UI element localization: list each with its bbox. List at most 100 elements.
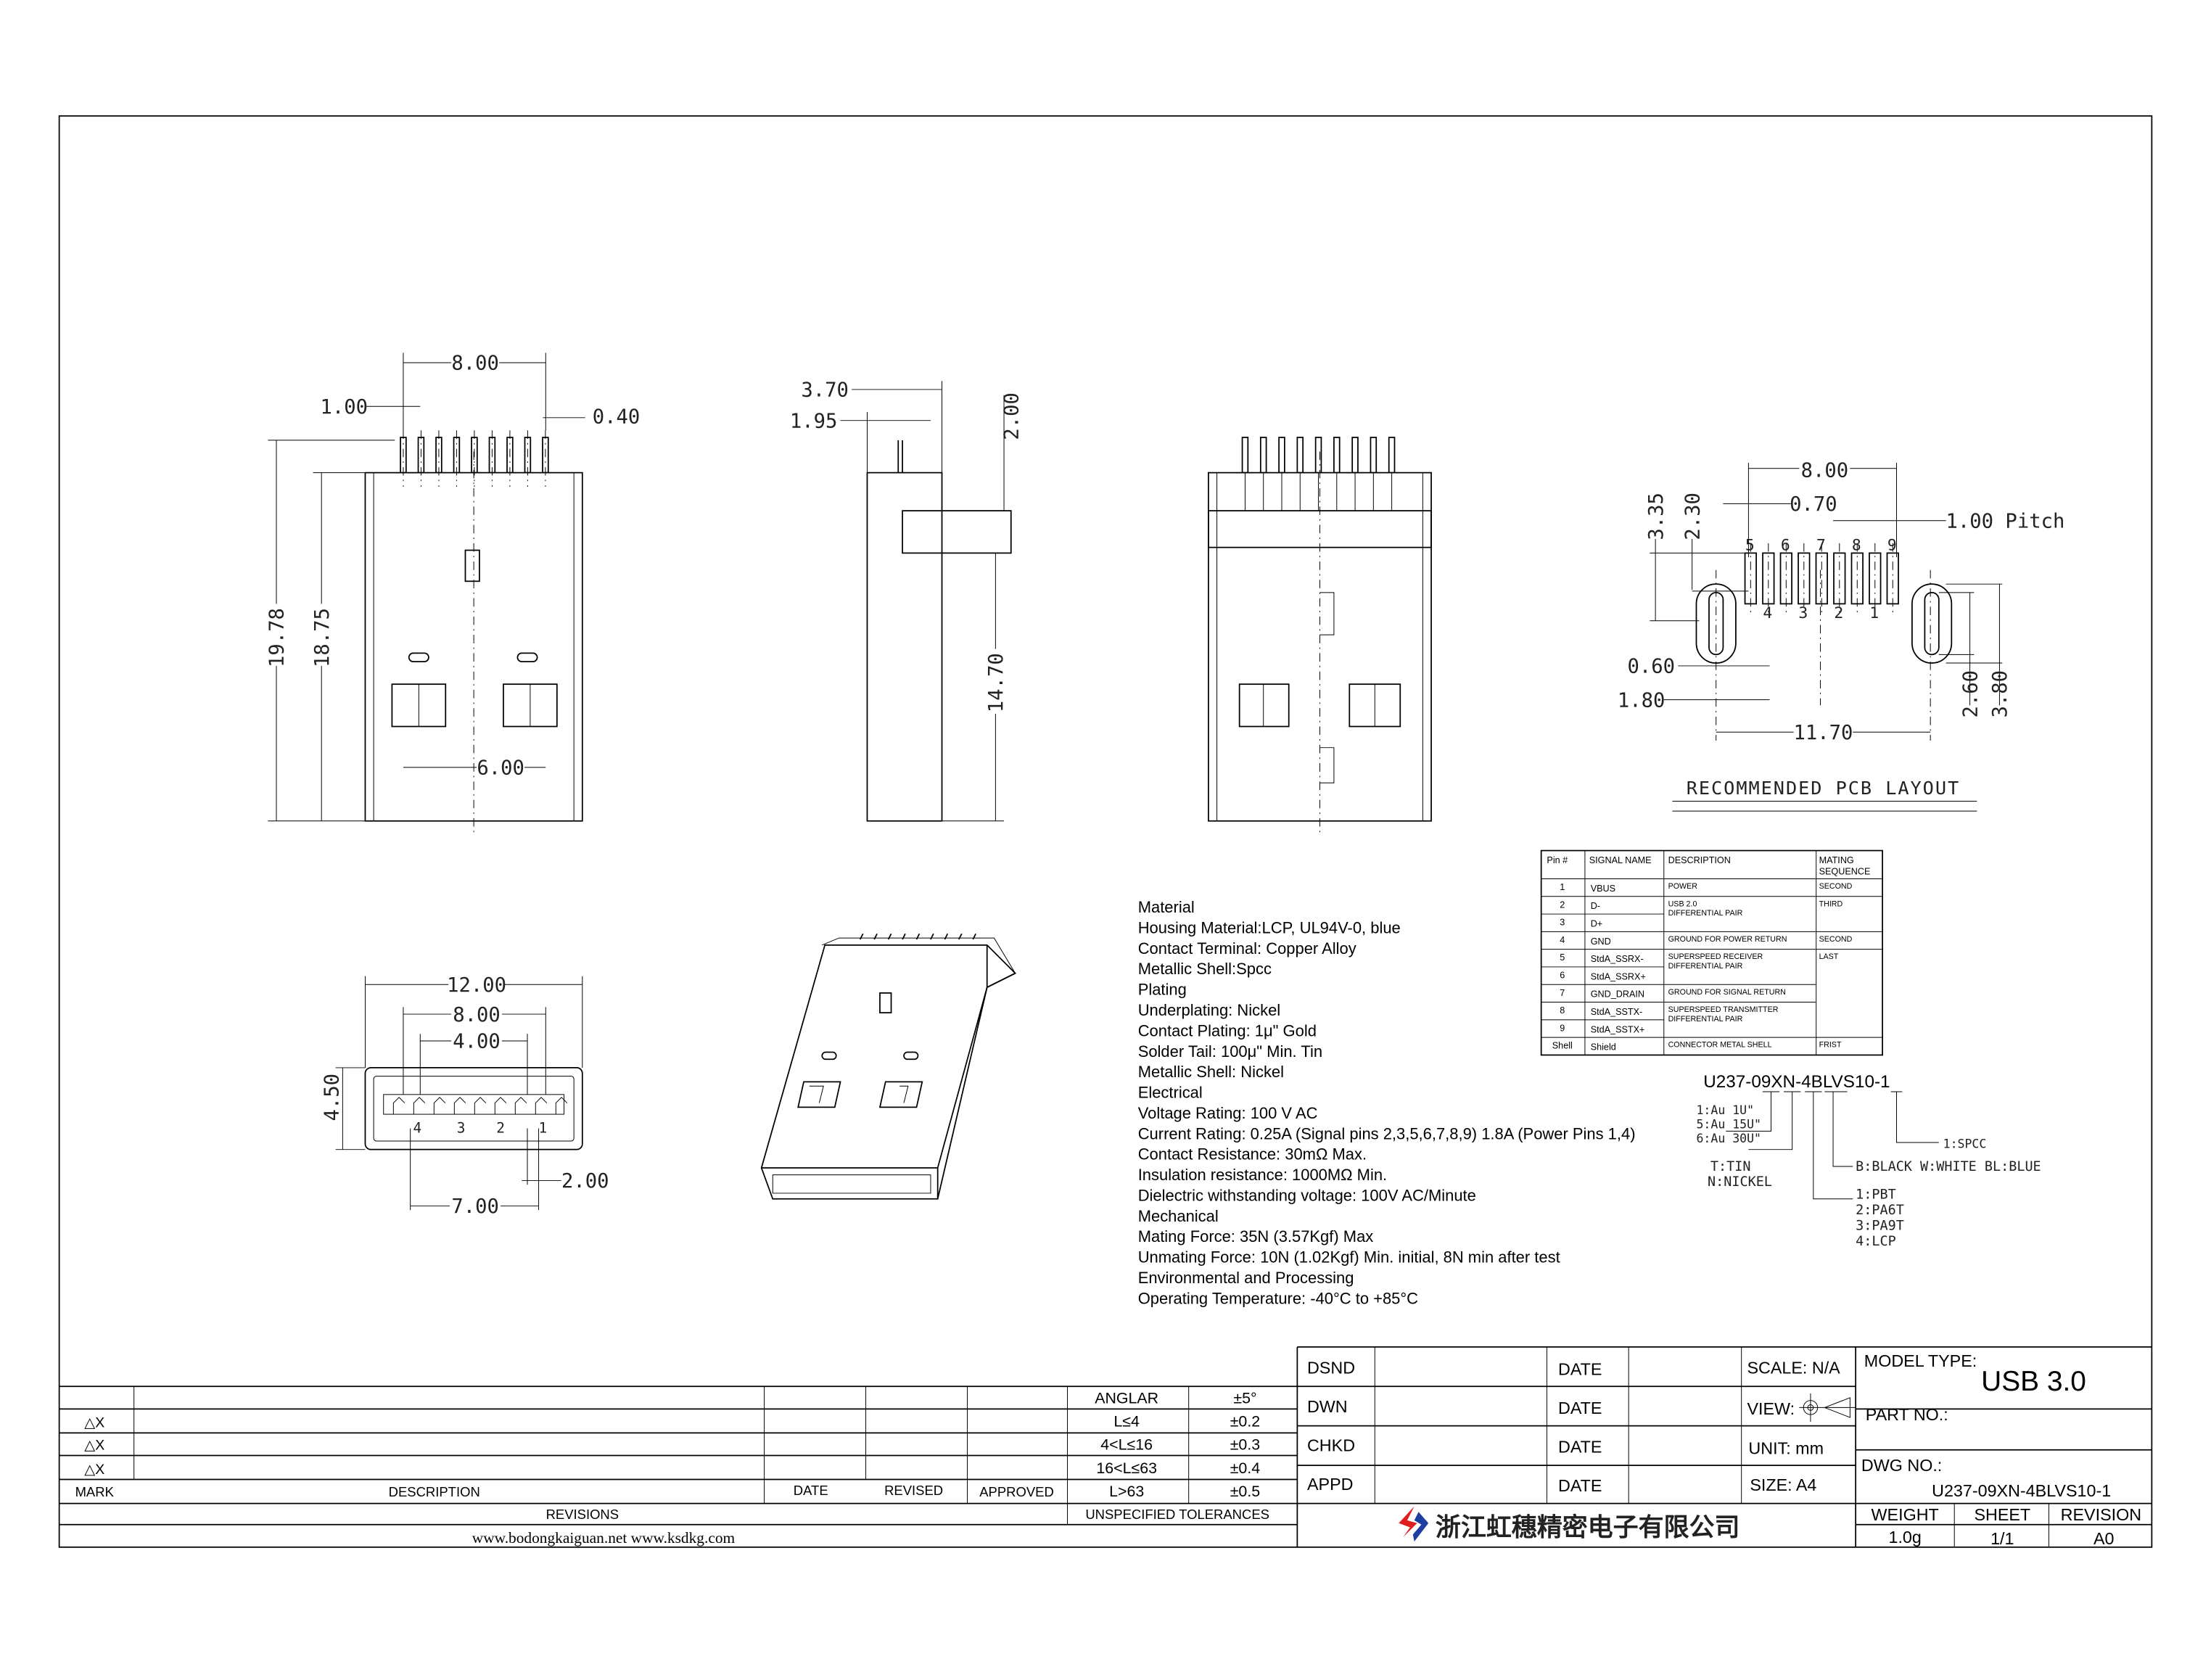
spec-line: Contact Resistance: 30mΩ Max. bbox=[1138, 1145, 1367, 1164]
pin-table-header-sequence: SEQUENCE bbox=[1819, 867, 1871, 877]
pcb-pin-number-bottom: 2 bbox=[1834, 604, 1843, 622]
spec-line: Voltage Rating: 100 V AC bbox=[1138, 1104, 1318, 1122]
end-pin-number: 3 bbox=[457, 1119, 466, 1136]
front-view: 8.00 1.00 0.40 19.78 18.75 6.00 bbox=[265, 353, 640, 833]
pin-tail bbox=[944, 933, 949, 940]
dwg-no-value: U237-09XN-4BLVS10-1 bbox=[1932, 1481, 2111, 1500]
pcb-pin-number-bottom: 3 bbox=[1798, 604, 1808, 622]
material-option: 3:PA9T bbox=[1856, 1218, 1904, 1233]
pcb-dim-hole-spacing: 11.70 bbox=[1793, 722, 1853, 744]
material-option: 2:PA6T bbox=[1856, 1203, 1904, 1218]
revision-value: A0 bbox=[2093, 1529, 2115, 1548]
mating-sequence: LAST bbox=[1819, 952, 1839, 961]
tolerance-range: 16<L≤63 bbox=[1096, 1459, 1157, 1477]
pin-tail bbox=[887, 933, 892, 940]
pin-tail bbox=[1388, 437, 1396, 474]
spec-line: Unmating Force: 10N (1.02Kgf) Min. initi… bbox=[1138, 1248, 1560, 1267]
pcb-pad bbox=[1850, 552, 1864, 605]
weight-label: WEIGHT bbox=[1872, 1505, 1939, 1524]
end-dim-pad: 2.00 bbox=[561, 1170, 609, 1193]
pin-description: DIFFERENTIAL PAIR bbox=[1668, 1015, 1743, 1024]
plating-option: 6:Au 30U" bbox=[1696, 1132, 1761, 1145]
tolerance-value: ±5° bbox=[1233, 1390, 1256, 1407]
signal-name: StdA_SSRX- bbox=[1591, 954, 1644, 964]
pcb-layout-title: RECOMMENDED PCB LAYOUT bbox=[1687, 778, 1960, 799]
signal-name: VBUS bbox=[1591, 884, 1615, 894]
spec-line: Metallic Shell: Nickel bbox=[1138, 1063, 1284, 1081]
pcb-dim-hole: 1.80 bbox=[1618, 689, 1666, 712]
dim-pin-width: 0.40 bbox=[593, 406, 641, 429]
pcb-pad bbox=[1886, 552, 1899, 605]
view-label: VIEW: bbox=[1747, 1399, 1795, 1418]
pin-description: CONNECTOR METAL SHELL bbox=[1668, 1041, 1772, 1050]
pcb-pad bbox=[1869, 552, 1882, 605]
sheet-border bbox=[58, 115, 2153, 1548]
pin-tail bbox=[1314, 437, 1322, 474]
pin-description: POWER bbox=[1668, 882, 1698, 891]
revision-block: △X △X △X MARK DESCRIPTION DATE REVISED A… bbox=[59, 1346, 1298, 1547]
pcb-pin-number-top: 5 bbox=[1745, 537, 1755, 555]
finish-option: N:NICKEL bbox=[1708, 1174, 1772, 1190]
pcb-dim-span: 8.00 bbox=[1801, 459, 1849, 482]
pin-table: Pin # SIGNAL NAME DESCRIPTION MATING SEQ… bbox=[1540, 849, 1883, 1056]
role-dsnd-label: DSND bbox=[1307, 1359, 1355, 1378]
pin-tail bbox=[873, 933, 878, 940]
dim-overall-height: 19.78 bbox=[266, 608, 289, 667]
pcb-dim-230: 2.30 bbox=[1681, 493, 1704, 540]
dwg-no-label: DWG NO.: bbox=[1861, 1456, 1942, 1475]
pcb-dim-260: 2.60 bbox=[1959, 670, 1982, 718]
scale-label: SCALE: N/A bbox=[1747, 1359, 1840, 1378]
dim-side-d: 14.70 bbox=[985, 653, 1008, 712]
pcb-pad bbox=[1762, 552, 1775, 605]
spec-line: Electrical bbox=[1138, 1084, 1203, 1102]
finish-option: T:TIN bbox=[1710, 1159, 1751, 1174]
end-pin-number: 4 bbox=[413, 1119, 422, 1136]
spec-line: Underplating: Nickel bbox=[1138, 1001, 1280, 1019]
dim-body-height: 18.75 bbox=[311, 608, 334, 667]
top-view bbox=[1208, 437, 1432, 833]
end-dim-height: 4.50 bbox=[321, 1074, 344, 1121]
pin-tail bbox=[1333, 437, 1341, 474]
spec-line: Mechanical bbox=[1138, 1207, 1219, 1225]
mating-sequence: THIRD bbox=[1819, 899, 1843, 908]
pcb-dim-pitch: 1.00 Pitch bbox=[1946, 510, 2065, 532]
contact bbox=[514, 1097, 527, 1115]
color-options: B:BLACK W:WHITE BL:BLUE bbox=[1856, 1159, 2041, 1174]
pin-number: 8 bbox=[1560, 1005, 1565, 1016]
plating-option: 1:Au 1U" bbox=[1696, 1103, 1754, 1117]
pin-tail bbox=[972, 933, 976, 940]
tolerance-range: L≤4 bbox=[1113, 1413, 1140, 1430]
end-dim-width: 12.00 bbox=[447, 974, 506, 997]
pin-description: SUPERSPEED RECEIVER bbox=[1668, 952, 1763, 961]
spec-line: Operating Temperature: -40°C to +85°C bbox=[1138, 1289, 1418, 1307]
pin-number: Shell bbox=[1552, 1041, 1573, 1051]
spec-line: Current Rating: 0.25A (Signal pins 2,3,5… bbox=[1138, 1124, 1636, 1142]
signal-name: D+ bbox=[1591, 919, 1603, 929]
company-name: 浙江虹穗精密电子有限公司 bbox=[1436, 1512, 1740, 1542]
plating-option: 5:Au 15U" bbox=[1696, 1118, 1761, 1132]
date-label: DATE bbox=[1558, 1476, 1602, 1495]
mating-sequence: SECOND bbox=[1819, 882, 1853, 891]
contact bbox=[494, 1097, 507, 1115]
dim-side-a: 3.70 bbox=[801, 379, 849, 402]
pin-table-header-mating: MATING bbox=[1819, 855, 1854, 865]
company-logo-icon bbox=[1399, 1506, 1429, 1542]
pcb-pad bbox=[1744, 552, 1757, 605]
model-type-value: USB 3.0 bbox=[1981, 1366, 2086, 1397]
material-option: 1:PBT bbox=[1856, 1187, 1896, 1203]
pcb-pad bbox=[1798, 552, 1811, 605]
pin-table-header-signal: SIGNAL NAME bbox=[1589, 855, 1652, 865]
pin-number: 2 bbox=[1560, 899, 1565, 910]
tolerance-value: ±0.2 bbox=[1230, 1413, 1260, 1430]
revision-label: REVISION bbox=[2061, 1505, 2141, 1524]
website-links: www.bodongkaiguan.net www.ksdkg.com bbox=[472, 1529, 736, 1547]
spec-line: Environmental and Processing bbox=[1138, 1269, 1354, 1287]
pin-number: 9 bbox=[1560, 1023, 1565, 1033]
pin-tail bbox=[1278, 437, 1285, 474]
dim-pin-span: 8.00 bbox=[451, 353, 499, 375]
date-label: DATE bbox=[1558, 1360, 1602, 1379]
